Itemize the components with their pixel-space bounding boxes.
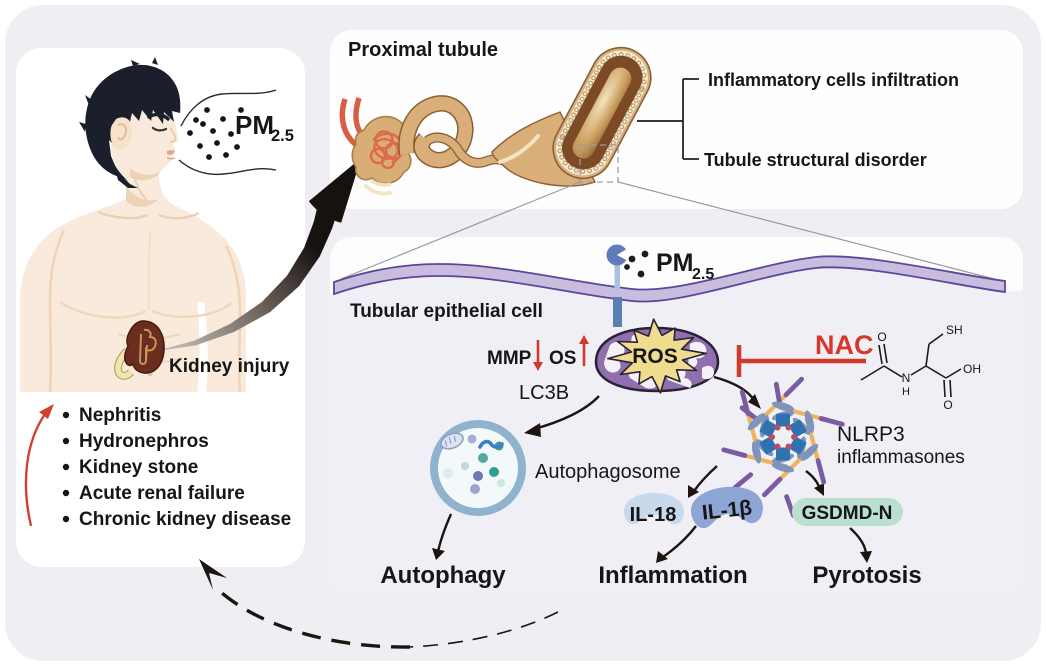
svg-text:OH: OH (963, 362, 981, 376)
svg-text:Chronic kidney disease: Chronic kidney disease (79, 509, 291, 530)
svg-text:H: H (902, 386, 910, 398)
svg-text:Kidney stone: Kidney stone (79, 457, 198, 478)
svg-text:NLRP3: NLRP3 (837, 423, 905, 446)
svg-text:NAC: NAC (815, 330, 874, 360)
svg-text:OS: OS (549, 348, 576, 369)
svg-text:2.5: 2.5 (692, 266, 714, 283)
svg-text:IL-18: IL-18 (630, 504, 677, 526)
svg-text:LC3B: LC3B (519, 382, 569, 404)
svg-text:Inflammation: Inflammation (598, 562, 747, 589)
svg-text:Kidney injury: Kidney injury (169, 356, 290, 377)
svg-text:PM: PM (235, 110, 274, 140)
svg-text:inflammasones: inflammasones (837, 447, 965, 468)
svg-text:O: O (943, 398, 952, 412)
svg-text:PM: PM (656, 249, 694, 277)
svg-text:Tubular epithelial cell: Tubular epithelial cell (350, 301, 543, 322)
svg-text:MMP: MMP (487, 348, 532, 369)
svg-text:IL-1β: IL-1β (701, 496, 753, 524)
svg-text:Hydronephros: Hydronephros (79, 431, 209, 452)
svg-text:ROS: ROS (632, 345, 678, 368)
svg-text:Inflammatory cells infiltratio: Inflammatory cells infiltration (708, 70, 959, 90)
svg-text:2.5: 2.5 (271, 127, 294, 145)
svg-text:Acute renal failure: Acute renal failure (79, 483, 245, 504)
svg-text:SH: SH (946, 323, 963, 337)
svg-text:Nephritis: Nephritis (79, 405, 161, 426)
svg-text:N: N (902, 371, 911, 385)
svg-text:Pyrotosis: Pyrotosis (812, 562, 921, 589)
svg-text:Autophagy: Autophagy (380, 562, 506, 589)
svg-text:Proximal tubule: Proximal tubule (348, 39, 498, 61)
svg-text:Autophagosome: Autophagosome (535, 461, 681, 483)
svg-text:Tubule structural disorder: Tubule structural disorder (704, 150, 927, 170)
svg-text:GSDMD-N: GSDMD-N (802, 503, 893, 524)
svg-text:O: O (877, 330, 886, 344)
